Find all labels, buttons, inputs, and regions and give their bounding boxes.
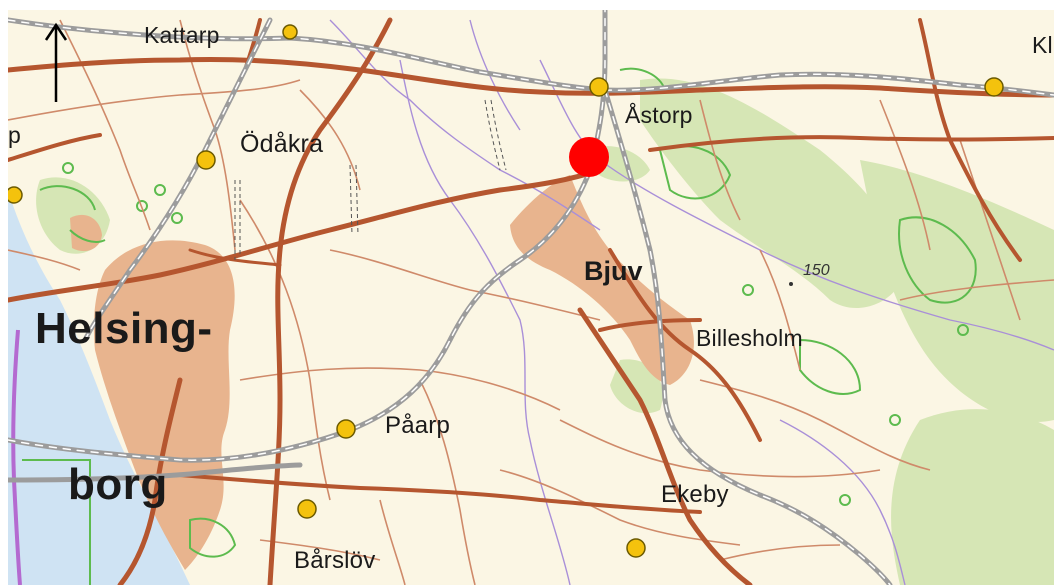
- place-label-odakra: Ödåkra: [240, 130, 324, 158]
- map-layer: [8, 10, 1054, 585]
- reserve-dots: [62, 162, 969, 506]
- elevation-point: [789, 282, 793, 286]
- forest-areas: [36, 78, 1054, 585]
- place-label-kattarp: Kattarp: [144, 22, 220, 48]
- place-label-paarp: Påarp: [385, 412, 451, 439]
- dashed-tracks: [234, 99, 507, 260]
- north-arrow-icon: [44, 22, 68, 102]
- place-label-edge-right: Kl: [1032, 32, 1053, 58]
- red-location-marker-icon: [569, 137, 609, 177]
- place-label-edge-left: p: [8, 122, 21, 148]
- elevation-label: 150: [803, 262, 830, 279]
- place-label-barslov: Bårslöv: [294, 547, 376, 574]
- main-roads: [8, 17, 1054, 585]
- place-label-astorp: Åstorp: [625, 102, 693, 128]
- sea-area: [8, 190, 190, 585]
- railways: [8, 10, 1054, 585]
- place-label-billesholm: Billesholm: [696, 325, 803, 351]
- place-label-helsingborg-line1: Helsing-: [35, 304, 213, 353]
- station-dots: [8, 24, 1004, 558]
- place-label-ekeby: Ekeby: [661, 481, 729, 508]
- place-label-helsingborg-line2: borg: [68, 460, 168, 509]
- place-label-bjuv: Bjuv: [584, 256, 643, 286]
- minor-roads: [8, 19, 1054, 585]
- map-canvas[interactable]: Kattarp Åstorp Kl p Ödåkra Bjuv 150 Bill…: [8, 10, 1054, 585]
